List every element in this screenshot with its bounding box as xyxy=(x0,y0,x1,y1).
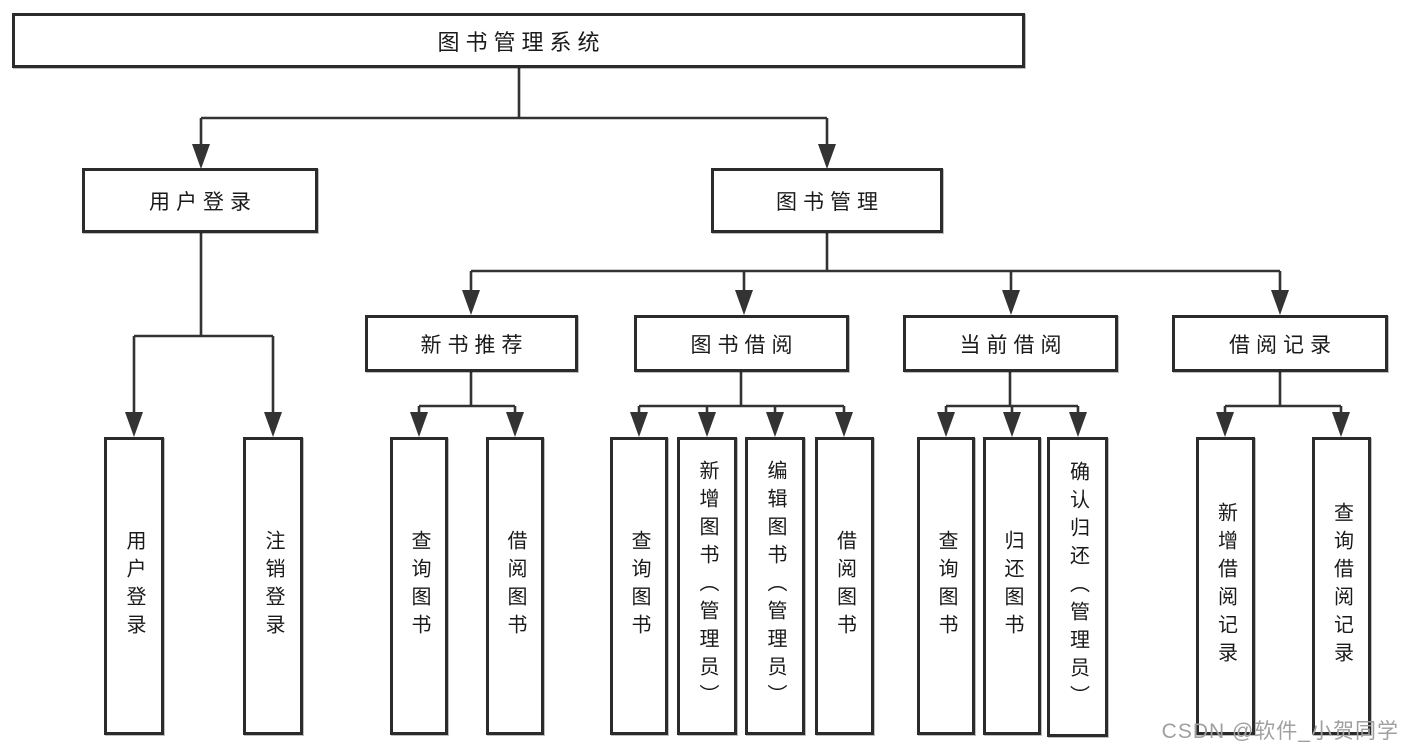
leaf-confirm-return-admin: 确认归还（管理员） xyxy=(1047,437,1108,737)
leaf-user-login: 用户登录 xyxy=(104,437,164,735)
leaf-return-book: 归还图书 xyxy=(983,437,1041,735)
leaf-query-book-recommend: 查询图书 xyxy=(390,437,448,735)
node-book-management: 图书管理 xyxy=(711,168,943,233)
node-current-borrow: 当前借阅 xyxy=(903,315,1118,372)
csdn-watermark: CSDN @软件_小贺同学 xyxy=(1161,720,1399,743)
node-borrow-records: 借阅记录 xyxy=(1172,315,1388,372)
leaf-borrow-book-recommend: 借阅图书 xyxy=(486,437,544,735)
leaf-query-book-borrow: 查询图书 xyxy=(610,437,668,735)
node-user-login: 用户登录 xyxy=(82,168,318,233)
leaf-add-borrow-record: 新增借阅记录 xyxy=(1196,437,1255,735)
arrowheads xyxy=(125,144,1350,437)
leaf-edit-book-admin: 编辑图书（管理员） xyxy=(745,437,805,735)
leaf-add-book-admin: 新增图书（管理员） xyxy=(677,437,737,735)
leaf-borrow-book: 借阅图书 xyxy=(815,437,874,735)
leaf-query-book-current: 查询图书 xyxy=(917,437,975,735)
node-book-borrow: 图书借阅 xyxy=(634,315,849,372)
leaf-query-borrow-record: 查询借阅记录 xyxy=(1312,437,1371,735)
node-new-book-recommend: 新书推荐 xyxy=(365,315,578,372)
leaf-logout-login: 注销登录 xyxy=(243,437,303,735)
node-root-book-management-system: 图书管理系统 xyxy=(12,13,1025,68)
